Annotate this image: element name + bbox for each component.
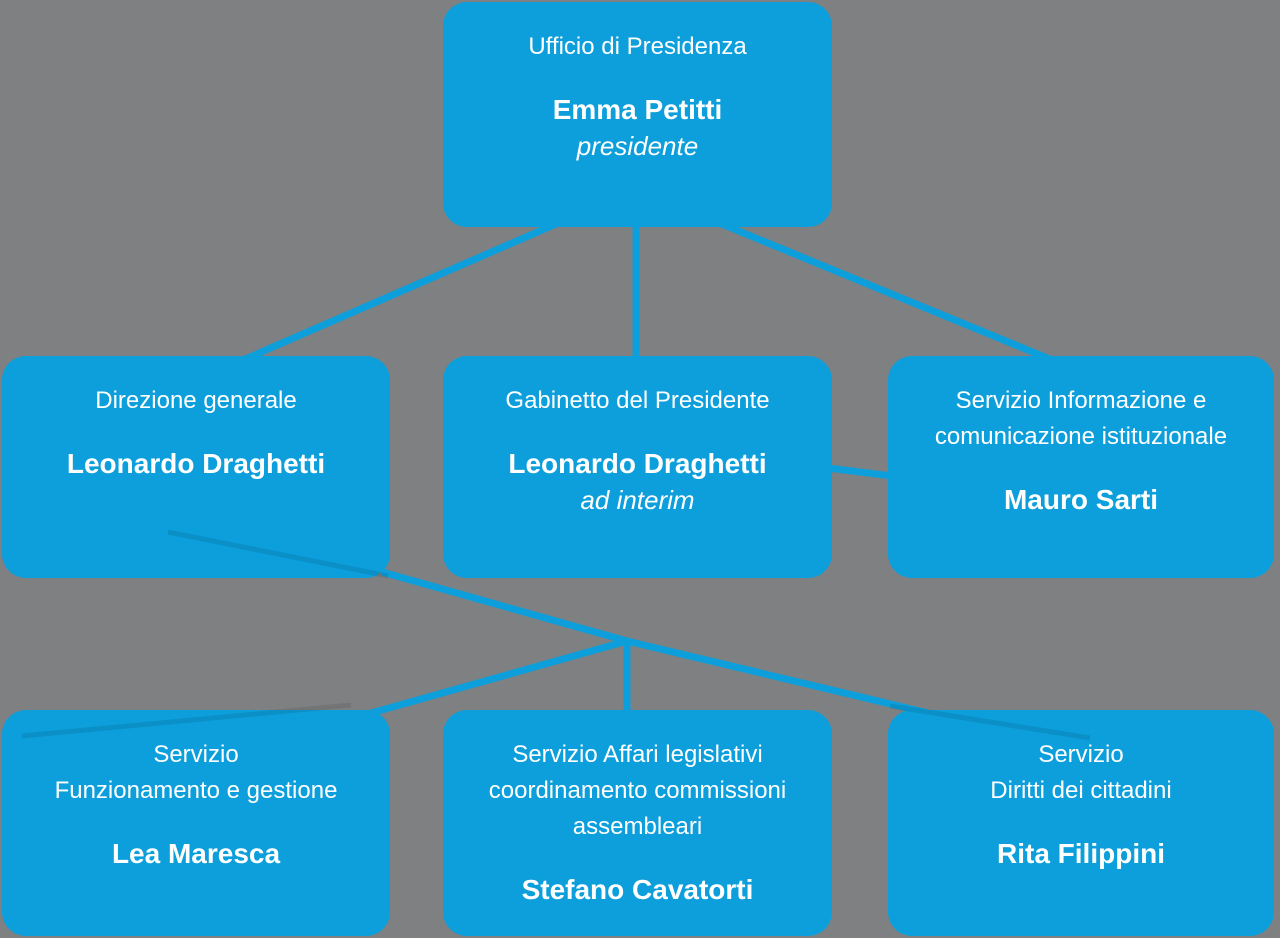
connector-line — [381, 568, 628, 645]
box-person-role: ad interim — [580, 485, 695, 515]
box-person-name: Lea Maresca — [111, 838, 281, 869]
org-box-servizio-funzionamento: Servizio Funzionamento e gestione Lea Ma… — [2, 710, 390, 936]
connector-line — [710, 216, 1054, 364]
box-title-line: Servizio — [1038, 741, 1124, 768]
org-box-servizio-informazione: Servizio Informazione e comunicazione is… — [888, 356, 1274, 578]
box-title-line: Ufficio di Presidenza — [528, 33, 747, 60]
box-person-name: Stefano Cavatorti — [521, 874, 754, 905]
connector-line — [626, 637, 929, 717]
org-box-servizio-affari-legislativi: Servizio Affari legislativi coordinament… — [443, 710, 832, 936]
box-title-line: Funzionamento e gestione — [54, 777, 338, 804]
box-person-name: Rita Filippini — [997, 838, 1165, 869]
box-title-line: Servizio Affari legislativi — [512, 741, 763, 768]
connector-line — [827, 464, 893, 480]
connector-line — [241, 216, 567, 364]
box-person-name: Emma Petitti — [552, 94, 723, 125]
box-person-name: Leonardo Draghetti — [508, 448, 767, 479]
org-box-ufficio-presidenza: Ufficio di Presidenza Emma Petitti presi… — [443, 2, 832, 227]
box-title-line: Diritti dei cittadini — [990, 777, 1172, 804]
box-title-line: coordinamento commissioni — [488, 777, 787, 804]
org-box-gabinetto-presidente: Gabinetto del Presidente Leonardo Draghe… — [443, 356, 832, 578]
box-title-line: Servizio Informazione e — [955, 387, 1207, 414]
box-title-line: assembleari — [572, 813, 703, 840]
box-title-line: Servizio — [153, 741, 239, 768]
org-box-direzione-generale: Direzione generale Leonardo Draghetti — [2, 356, 390, 578]
box-person-name: Leonardo Draghetti — [66, 448, 326, 479]
box-person-role: presidente — [576, 131, 699, 161]
box-title-line: Gabinetto del Presidente — [505, 387, 770, 414]
org-box-servizio-diritti: Servizio Diritti dei cittadini Rita Fili… — [888, 710, 1274, 936]
box-title-line: Direzione generale — [95, 387, 297, 414]
box-title-line: comunicazione istituzionale — [934, 423, 1228, 450]
box-person-name: Mauro Sarti — [1003, 484, 1159, 515]
